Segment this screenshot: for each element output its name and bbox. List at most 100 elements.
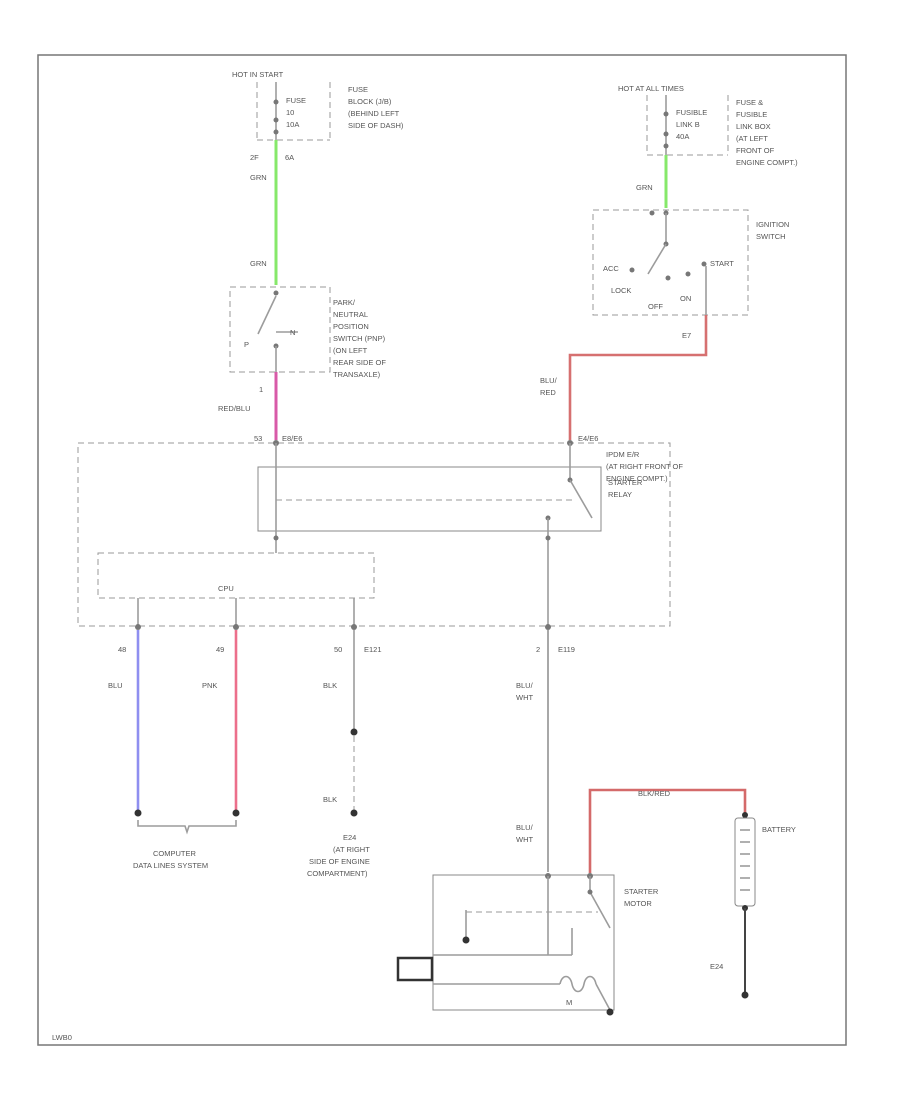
pnp-title: POSITION — [333, 322, 369, 331]
ground-point — [350, 809, 358, 817]
wire-color-label: BLK — [323, 795, 337, 804]
diagram-code: LWB0 — [52, 1033, 72, 1042]
fusible-box-location: FRONT OF — [736, 146, 775, 155]
pin-48-terminal — [135, 624, 141, 630]
connector-id: E119 — [558, 645, 575, 654]
ipdm-module: 53 E8/E6 E4/E6 IPDM E/R (AT RIGHT FRONT … — [77, 434, 683, 627]
battery-ground-label: E24 — [710, 962, 723, 971]
ignition-pin: E7 — [682, 331, 691, 340]
starter-relay-box — [257, 466, 602, 532]
battery: BATTERY E24 — [710, 812, 796, 999]
wire-color-label: BLU/ — [540, 376, 558, 385]
pin-50-terminal — [351, 624, 357, 630]
pin-number: 48 — [118, 645, 126, 654]
pnp-terminal — [273, 290, 279, 296]
ignition-switch: ACC LOCK OFF ON START IGNITION SWITCH E7 — [592, 209, 789, 340]
wire-color-label: RED/BLU — [218, 404, 251, 413]
fusible-box-name: LINK BOX — [736, 122, 771, 131]
wire-color-label: GRN — [250, 173, 267, 182]
pnp-location: REAR SIDE OF — [333, 358, 386, 367]
ground-location: SIDE OF ENGINE — [309, 857, 370, 866]
fusible-box-name: FUSIBLE — [736, 110, 767, 119]
computer-data-lines-label: DATA LINES SYSTEM — [133, 861, 208, 870]
ignition-title: IGNITION — [756, 220, 789, 229]
relay-coil-terminal — [273, 535, 279, 541]
fuse-block-location: SIDE OF DASH) — [348, 121, 404, 130]
fusible-link-box-group: HOT AT ALL TIMES FUSIBLE LINK B 40A FUSE… — [618, 84, 798, 192]
pnp-position-n: N — [290, 328, 295, 337]
pnp-title: NEUTRAL — [333, 310, 368, 319]
ground-location: COMPARTMENT) — [307, 869, 368, 878]
main-contact-arm — [589, 891, 611, 929]
ipdm-location: (AT RIGHT FRONT OF — [606, 462, 683, 471]
computer-data-lines-label: COMPUTER — [153, 849, 197, 858]
ipdm-connector: E8/E6 — [282, 434, 302, 443]
battery-body — [734, 817, 756, 907]
fuse-rating: 10A — [286, 120, 299, 129]
fuse-label: FUSE — [286, 96, 306, 105]
wire-color-label: BLU/ — [516, 681, 534, 690]
main-contact-pivot — [587, 889, 593, 895]
connector-pin-label: 6A — [285, 153, 294, 162]
ipdm-location: ENGINE COMPT.) — [606, 474, 668, 483]
wire-color-label: PNK — [202, 681, 217, 690]
data-line-end — [134, 809, 142, 817]
fuse-number: 10 — [286, 108, 294, 117]
pin-49-terminal — [233, 624, 239, 630]
starter-relay-title: RELAY — [608, 490, 632, 499]
pnp-location: TRANSAXLE) — [333, 370, 381, 379]
wire-color-label: WHT — [516, 693, 533, 702]
ignition-position-on: ON — [680, 294, 691, 303]
motor-ground-terminal — [606, 1008, 614, 1016]
ground-location: (AT RIGHT — [333, 845, 370, 854]
starter-motor: M STARTER MOTOR — [396, 873, 659, 1016]
starter-motor-title: MOTOR — [624, 899, 652, 908]
battery-label: BATTERY — [762, 825, 796, 834]
relay-output-terminal — [545, 535, 551, 541]
motor-armature — [396, 956, 434, 982]
solenoid-ground — [462, 936, 470, 944]
starter-motor-title: STARTER — [624, 887, 659, 896]
fusible-terminal — [663, 143, 669, 149]
starter-relay-title: STARTER — [608, 478, 643, 487]
diagram-frame — [37, 54, 847, 1046]
fuse-block-group: HOT IN START FUSE 10 10A FUSE BLOCK (J/B… — [232, 70, 404, 268]
connector-id: E121 — [364, 645, 382, 654]
fusible-rating: 40A — [676, 132, 689, 141]
ignition-start-contact — [701, 261, 707, 267]
pnp-title: SWITCH (PNP) — [333, 334, 386, 343]
pin-number: 49 — [216, 645, 224, 654]
fusible-box-name: FUSE & — [736, 98, 763, 107]
ground-splice — [350, 728, 358, 736]
fuse-terminal — [273, 99, 279, 105]
ground-label: E24 — [343, 833, 356, 842]
ignition-position-acc: ACC — [603, 264, 619, 273]
pnp-title: PARK/ — [333, 298, 356, 307]
hot-at-all-times-label: HOT AT ALL TIMES — [618, 84, 684, 93]
pnp-switch: P N PARK/ NEUTRAL POSITION SWITCH (PNP) … — [218, 286, 386, 413]
blu-red-wire — [568, 315, 708, 440]
fuse-block-name: BLOCK (J/B) — [348, 97, 392, 106]
ignition-title: SWITCH — [756, 232, 786, 241]
ipdm-title: IPDM E/R — [606, 450, 640, 459]
battery-ground-point — [741, 991, 749, 999]
ignition-position-start: START — [710, 259, 734, 268]
wire-color-label: BLU — [108, 681, 123, 690]
fuse-terminal — [273, 117, 279, 123]
hot-in-start-label: HOT IN START — [232, 70, 284, 79]
ipdm-pin: 53 — [254, 434, 262, 443]
wire-color-label: BLU/ — [516, 823, 534, 832]
starter-motor-box — [432, 874, 615, 1011]
wire-color-label: RED — [540, 388, 556, 397]
wire-color-label: GRN — [636, 183, 653, 192]
wire-color-label: BLK/RED — [638, 789, 671, 798]
pnp-pin: 1 — [259, 385, 263, 394]
motor-m-label: M — [566, 998, 572, 1007]
pnp-position-p: P — [244, 340, 249, 349]
wire-color-label: GRN — [250, 259, 267, 268]
fuse-terminal — [273, 129, 279, 135]
fuse-block-location: (BEHIND LEFT — [348, 109, 400, 118]
motor-ground-lead — [595, 983, 611, 1011]
pnp-contact-arm — [257, 295, 277, 335]
